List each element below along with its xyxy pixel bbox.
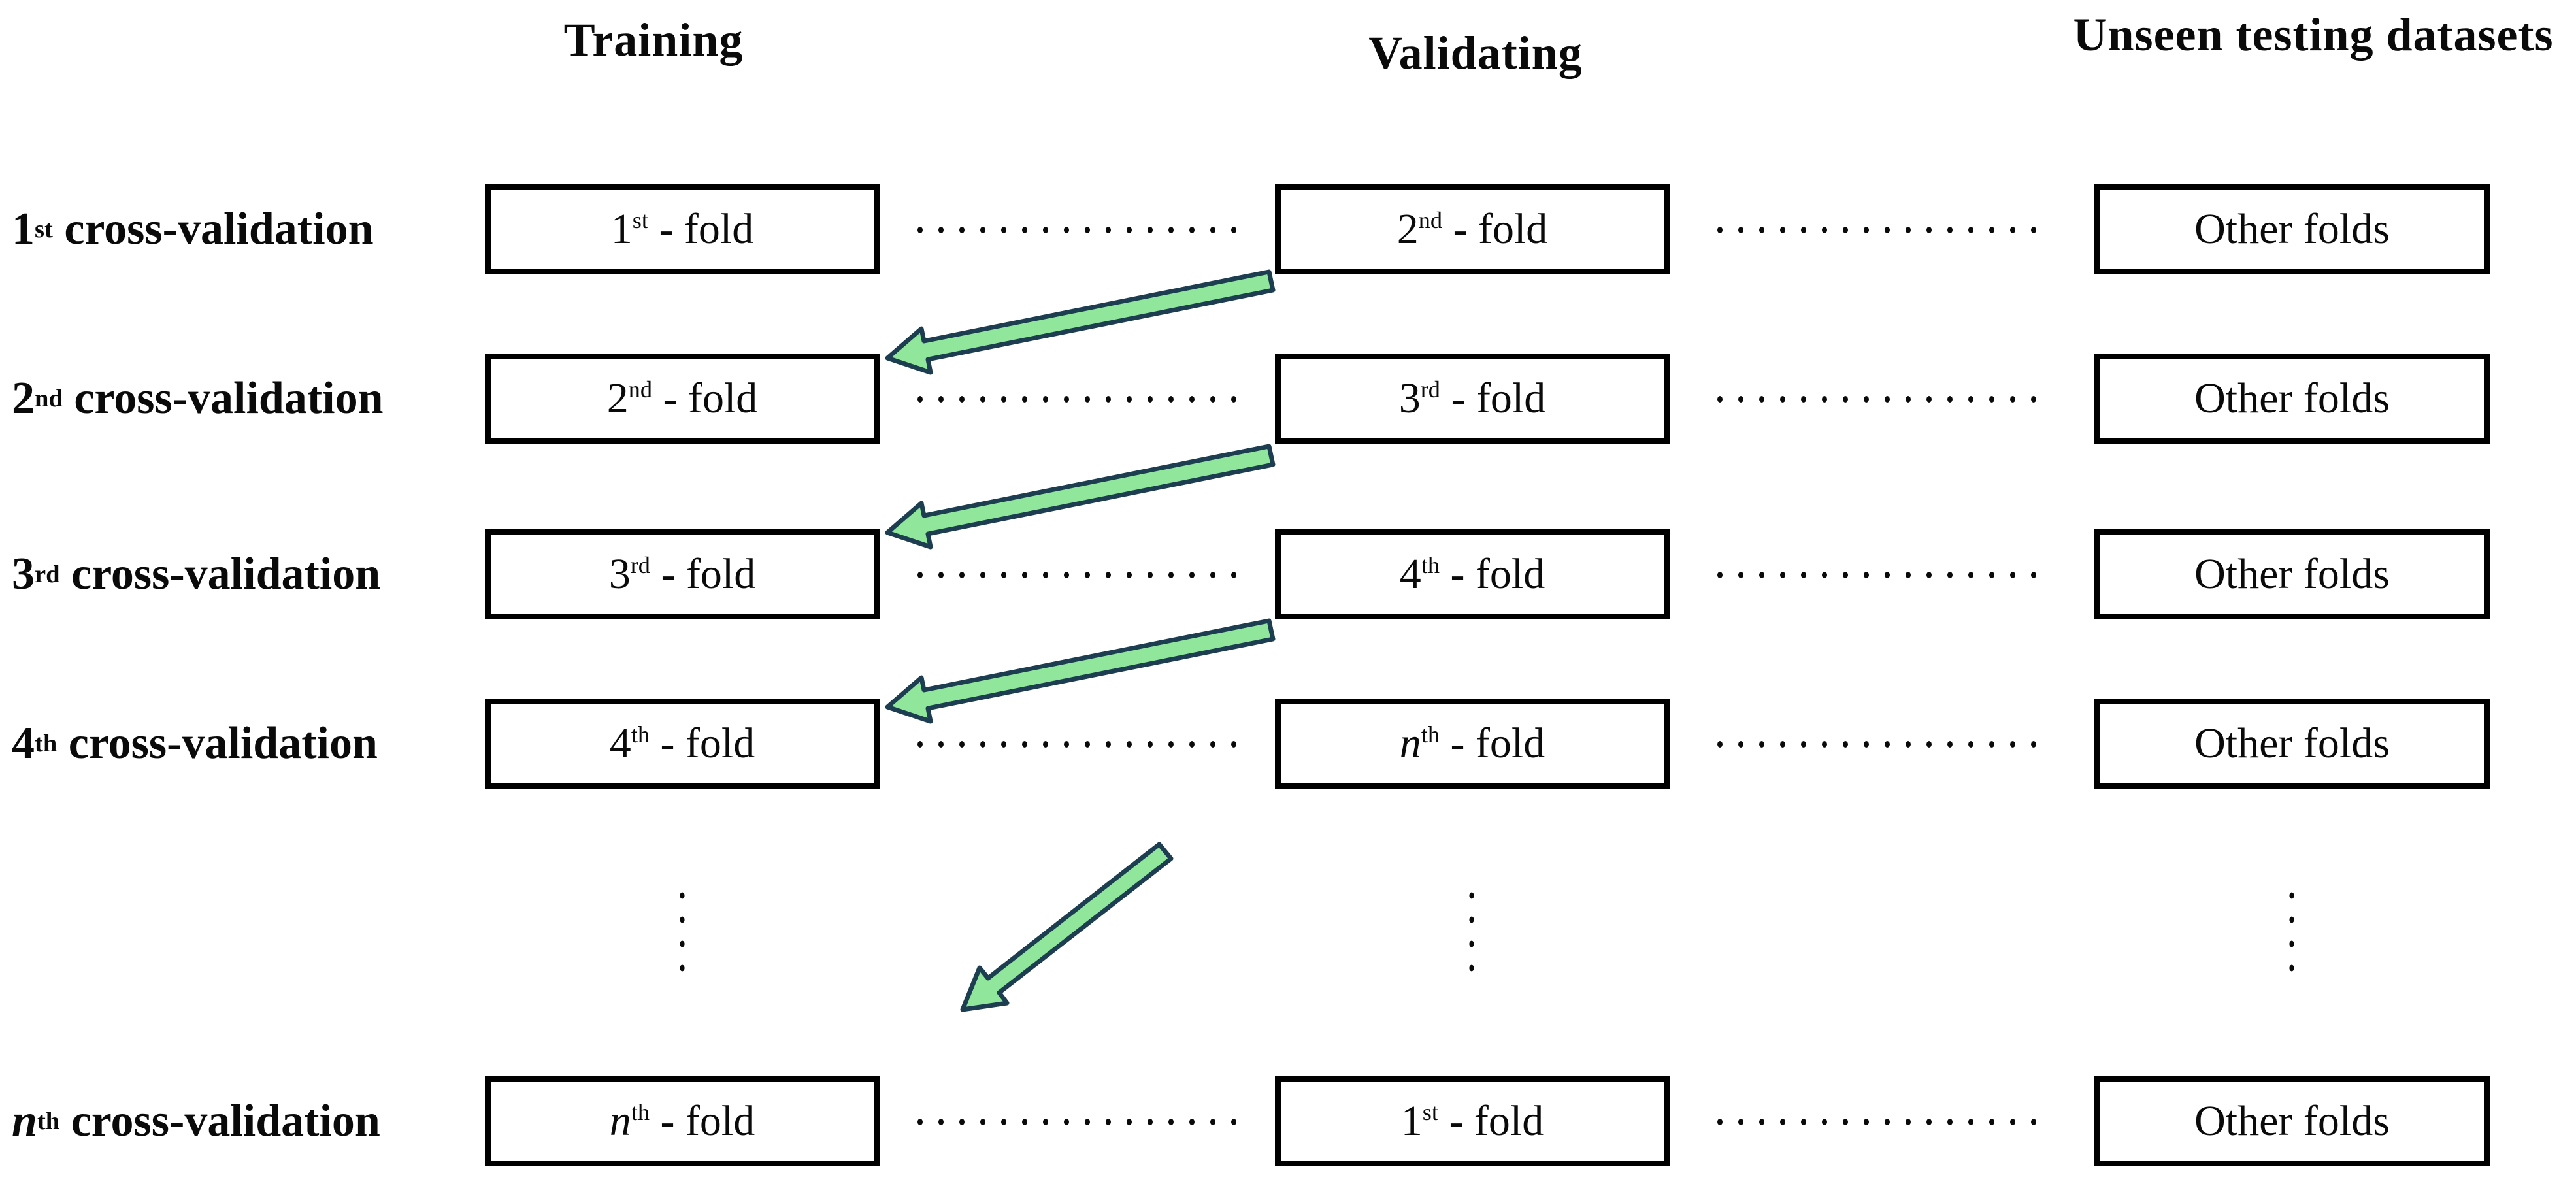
validating-fold-box-row3: 4th - fold [1275,529,1670,619]
dotted-connector [1709,393,2038,405]
training-fold-box-row1: 1st - fold [485,184,880,274]
box-text: nth - fold [609,1097,755,1145]
box-text: Other folds [2194,1097,2390,1145]
box-text: nth - fold [1399,719,1545,767]
testing-folds-box-row4: Other folds [2094,699,2490,789]
header-training: Training [563,14,744,66]
dotted-connector [910,738,1236,750]
green-arrow-row3-to-row4 [885,618,1276,724]
header-unseen-testing-datasets: Unseen testing datasets [2073,8,2554,61]
testing-folds-box-row2: Other folds [2094,354,2490,444]
vertical-ellipsis-training [677,883,687,980]
dotted-connector [1709,1116,2038,1128]
validating-fold-box-row4: nth - fold [1275,699,1670,789]
box-text: 2nd - fold [606,374,758,422]
row-label-text: cross-validation [59,549,381,599]
ordinal-number: 4 [12,718,35,768]
green-arrow-row1-to-row2 [885,269,1276,375]
box-text: Other folds [2194,550,2390,598]
testing-folds-box-row1: Other folds [2094,184,2490,274]
dotted-connector [1709,569,2038,581]
validating-fold-box-row2: 3rd - fold [1275,354,1670,444]
box-text: 4th - fold [609,719,755,767]
green-arrow-row4-to-rown [960,842,1174,1012]
ordinal-number: 3 [12,549,35,599]
training-fold-box-row2: 2nd - fold [485,354,880,444]
vertical-ellipsis-validating [1466,883,1477,980]
box-text: Other folds [2194,374,2390,422]
box-text: 1st - fold [1400,1097,1544,1145]
box-text: 3rd - fold [1398,374,1546,422]
testing-folds-box-rown: Other folds [2094,1076,2490,1166]
box-text: Other folds [2194,205,2390,253]
training-fold-box-row4: 4th - fold [485,699,880,789]
ordinal-number: 2 [12,373,35,423]
box-text: 2nd - fold [1396,205,1548,253]
green-arrow-row2-to-row3 [885,444,1276,550]
validating-fold-box-row1: 2nd - fold [1275,184,1670,274]
training-fold-box-rown: nth - fold [485,1076,880,1166]
box-text: 3rd - fold [608,550,756,598]
dotted-connector [910,569,1236,581]
dotted-connector [1709,224,2038,236]
box-text: Other folds [2194,719,2390,767]
row-label-text: cross-validation [52,204,374,254]
ordinal-number: 1 [12,204,35,254]
validating-fold-box-rown: 1st - fold [1275,1076,1670,1166]
row-label-text: cross-validation [57,718,378,768]
dotted-connector [910,1116,1236,1128]
dotted-connector [910,393,1236,405]
header-validating: Validating [1368,27,1583,79]
dotted-connector [1709,738,2038,750]
box-text: 1st - fold [610,205,754,253]
training-fold-box-row3: 3rd - fold [485,529,880,619]
row-label-text: cross-validation [59,1096,380,1146]
box-text: 4th - fold [1399,550,1545,598]
ordinal-number: n [12,1096,37,1146]
row-label-text: cross-validation [62,373,384,423]
dotted-connector [910,224,1236,236]
vertical-ellipsis-testing [2287,883,2297,980]
testing-folds-box-row3: Other folds [2094,529,2490,619]
